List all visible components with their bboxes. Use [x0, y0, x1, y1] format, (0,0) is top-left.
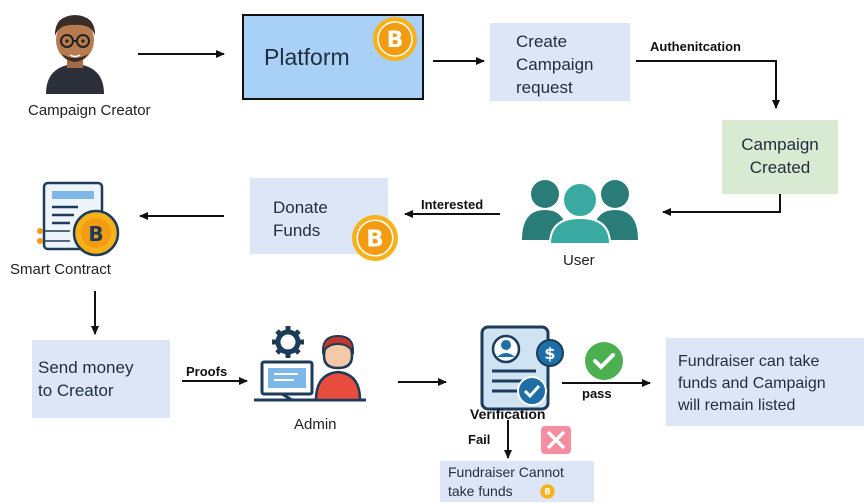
user-label: User [563, 252, 595, 269]
create-request-box [490, 23, 630, 101]
arrow-created-user [662, 194, 781, 216]
edge-label-authentication: Authenitcation [650, 39, 741, 54]
users-group-icon [520, 176, 640, 245]
fundraiser-cannot-label: Fundraiser Cannot take funds [448, 464, 564, 499]
svg-text:B: B [544, 486, 550, 496]
verification-doc-icon: $ [474, 325, 572, 411]
platform-label: Platform [264, 44, 350, 70]
bitcoin-icon: B [351, 214, 399, 262]
admin-label: Admin [294, 416, 337, 433]
svg-text:B: B [88, 222, 103, 246]
fundraiser-cannot-box [440, 461, 594, 502]
bitcoin-icon: B [372, 16, 418, 62]
edge-label-fail: Fail [468, 432, 491, 447]
svg-text:B: B [387, 28, 404, 53]
person-emoji-icon [42, 8, 108, 94]
fundraiser-can-box [666, 338, 864, 426]
admin-workstation-icon [254, 322, 366, 408]
campaign-creator-label: Campaign Creator [28, 102, 151, 119]
send-money-label: Send money to Creator [38, 358, 134, 400]
fundraiser-can-label: Fundraiser can take funds and Campaign w… [678, 353, 826, 414]
edge-label-interested: Interested [421, 197, 484, 212]
svg-text:$: $ [544, 344, 555, 363]
create-request-label: Create Campaign request [516, 32, 594, 97]
edge-label-pass: pass [582, 386, 612, 401]
edge-label-proofs: Proofs [186, 364, 228, 379]
donate-funds-label: Donate Funds [273, 198, 328, 240]
cross-icon [540, 425, 572, 455]
campaign-created-label: Campaign Created [741, 135, 819, 177]
smart-contract-label: Smart Contract [10, 261, 111, 278]
arrow-request-created [636, 60, 780, 109]
check-icon [584, 341, 624, 381]
send-money-box [32, 340, 170, 418]
verification-label: Verification [470, 406, 546, 422]
svg-text:B: B [366, 226, 383, 252]
smart-contract-icon: B [34, 181, 122, 257]
campaign-created-box [722, 120, 838, 194]
bitcoin-icon: B [540, 484, 555, 499]
